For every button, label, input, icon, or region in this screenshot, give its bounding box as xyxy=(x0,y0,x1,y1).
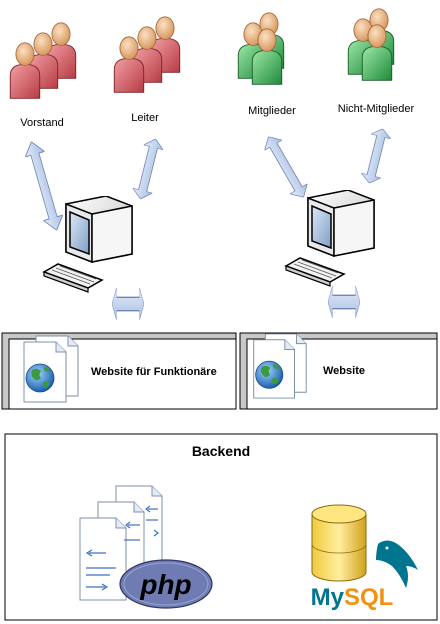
group-label-nicht-mitglieder: Nicht-Mitglieder xyxy=(338,103,415,115)
arrow-computer-website xyxy=(328,286,360,318)
people-group-mitglieder xyxy=(237,12,285,85)
website-funktionaere-box: Website für Funktionäre xyxy=(1,332,237,410)
arrow-mitglieder-computer xyxy=(259,131,313,203)
backend-box: Backend xyxy=(4,433,438,621)
desktop-computer-icon xyxy=(285,190,375,287)
arrow-computer-website-funktionaere xyxy=(112,288,144,320)
people-group-leiter xyxy=(113,16,181,93)
backend-title: Backend xyxy=(192,443,250,459)
website-box: Website xyxy=(239,332,438,410)
php-logo-text: php xyxy=(139,569,191,600)
database-icon xyxy=(311,504,367,582)
group-label-leiter: Leiter xyxy=(131,112,159,124)
group-label-mitglieder: Mitglieder xyxy=(248,105,296,117)
people-group-vorstand xyxy=(9,22,77,99)
people-group-nicht-mitglieder xyxy=(347,8,395,81)
web-document-icon xyxy=(23,335,79,403)
mysql-logo-text: MySQL xyxy=(311,584,394,611)
website-funktionaere-label: Website für Funktionäre xyxy=(91,366,217,378)
arrow-vorstand-computer xyxy=(21,139,67,233)
website-label: Website xyxy=(323,365,365,377)
web-document-icon xyxy=(253,333,307,399)
mysql-logo: MySQL xyxy=(311,540,418,611)
arrow-leiter-computer xyxy=(130,136,166,202)
desktop-computer-icon xyxy=(43,196,133,293)
code-files-icon xyxy=(79,485,163,601)
arrow-nicht-mitglieder-computer xyxy=(359,126,393,186)
group-label-vorstand: Vorstand xyxy=(20,117,63,129)
php-logo: php xyxy=(119,559,213,609)
